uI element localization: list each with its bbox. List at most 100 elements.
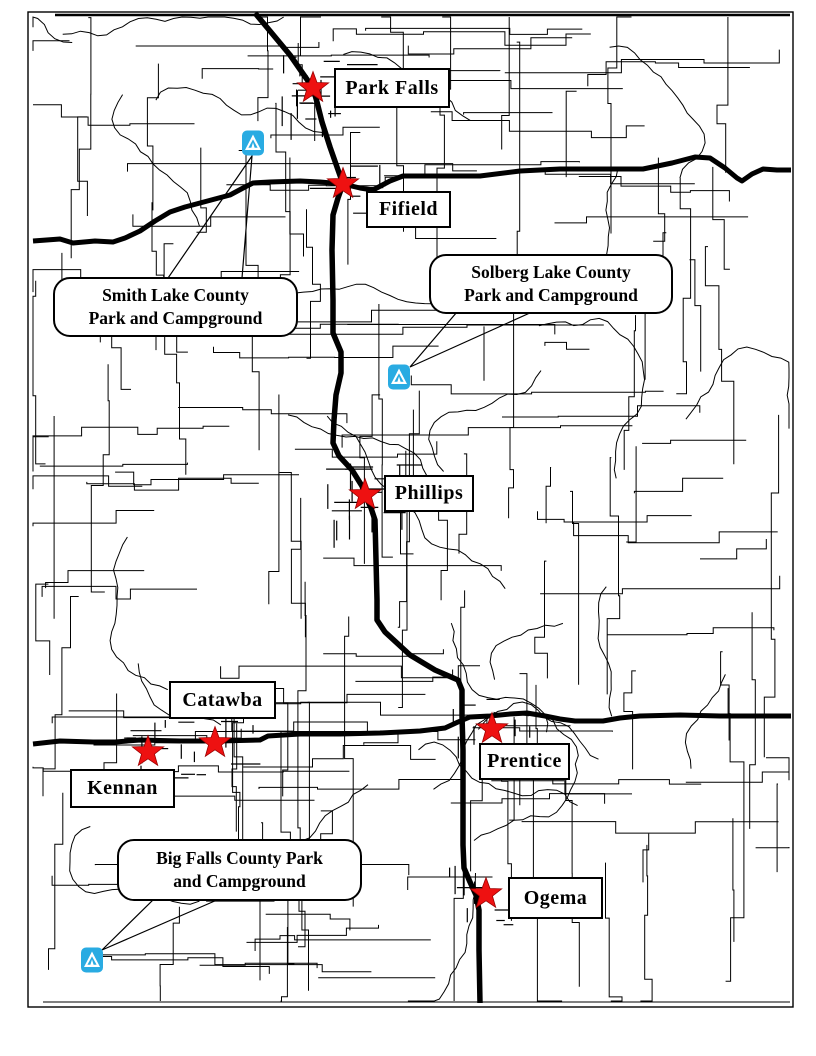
minor-road — [127, 163, 477, 172]
minor-road — [491, 780, 632, 795]
minor-road — [554, 216, 749, 224]
minor-road — [573, 522, 778, 544]
minor-road — [501, 17, 510, 150]
callout-tail — [101, 899, 218, 951]
minor-road — [540, 575, 781, 595]
campground-name-line: Smith Lake County — [102, 285, 249, 306]
campground-icon — [388, 364, 410, 390]
minor-road — [70, 17, 92, 259]
minor-road — [633, 477, 724, 494]
town-star-marker-ogema — [469, 876, 503, 909]
campground-name-line: and Campground — [173, 871, 306, 891]
minor-road — [605, 862, 623, 1002]
minor-road — [642, 439, 747, 444]
minor-road — [626, 446, 637, 543]
campground-markers — [81, 130, 410, 973]
minor-road — [290, 497, 306, 638]
minor-road — [676, 177, 692, 395]
town-star-marker-prentice — [475, 711, 509, 744]
minor-road — [534, 560, 548, 679]
highway-layer — [32, 11, 791, 1004]
minor-road — [410, 375, 664, 395]
minor-road — [642, 833, 650, 883]
minor-road — [341, 425, 633, 448]
minor-road — [704, 246, 735, 465]
minor-road — [685, 771, 790, 783]
minor-road — [725, 688, 745, 982]
minor-road — [776, 783, 778, 873]
minor-road — [470, 767, 483, 872]
minor-road — [199, 962, 318, 969]
minor-road — [42, 596, 79, 797]
minor-road — [32, 425, 230, 437]
minor-road — [570, 490, 580, 685]
minor-road — [265, 913, 351, 931]
stream-line — [287, 414, 428, 477]
minor-road — [502, 405, 701, 418]
stream-line — [111, 94, 200, 227]
town-name: Prentice — [487, 750, 562, 772]
minor-road — [458, 453, 468, 554]
campground-name-line: Big Falls County Park — [156, 848, 323, 869]
stream-line — [109, 536, 169, 691]
minor-road — [712, 166, 730, 270]
town-name: Park Falls — [345, 76, 439, 99]
minor-road — [146, 63, 159, 211]
minor-road — [720, 651, 730, 741]
minor-road — [365, 27, 583, 35]
minor-road — [270, 126, 380, 139]
minor-road — [378, 304, 393, 558]
minor-road — [553, 775, 580, 987]
town-markers — [131, 70, 509, 909]
stream-line — [407, 872, 477, 1002]
minor-road — [294, 441, 438, 458]
minor-road — [280, 927, 288, 1002]
minor-road — [332, 28, 591, 46]
minor-road — [32, 510, 155, 527]
minor-road — [472, 727, 613, 732]
minor-road — [279, 472, 302, 619]
minor-road — [587, 61, 750, 87]
minor-road — [124, 765, 350, 773]
minor-road — [397, 390, 420, 628]
minor-road — [90, 364, 110, 593]
minor-road — [732, 818, 735, 942]
stream-line — [684, 674, 726, 769]
minor-road — [623, 670, 636, 770]
minor-road — [45, 570, 145, 589]
stream-line — [685, 346, 790, 429]
minor-road — [297, 581, 307, 861]
minor-road — [48, 792, 64, 970]
minor-road — [766, 757, 790, 772]
minor-road — [606, 457, 621, 695]
town-label-phillips: Phillips — [384, 475, 474, 512]
minor-road — [640, 844, 653, 1002]
town-star-marker-phillips — [348, 477, 382, 510]
minor-road — [33, 104, 195, 126]
minor-road — [453, 861, 464, 1001]
minor-road — [275, 102, 291, 304]
minor-road — [35, 583, 51, 675]
campground-name-line: Solberg Lake County — [471, 262, 631, 283]
town-star-marker-park-falls — [296, 70, 330, 103]
minor-road — [689, 259, 702, 372]
town-label-prentice: Prentice — [479, 743, 570, 780]
town-label-park-falls: Park Falls — [334, 68, 450, 108]
minor-road — [607, 627, 775, 636]
minor-road — [32, 280, 46, 465]
minor-road — [755, 847, 790, 849]
hwy-8-east-west — [32, 710, 791, 747]
minor-road — [544, 341, 590, 350]
minor-road — [254, 935, 431, 951]
minor-road — [607, 16, 632, 234]
minor-road — [246, 924, 379, 943]
minor-road — [68, 710, 368, 735]
minor-road — [51, 716, 194, 724]
minor-road — [347, 324, 556, 335]
minor-road — [463, 112, 553, 115]
minor-road — [519, 673, 528, 806]
minor-road — [763, 414, 780, 758]
